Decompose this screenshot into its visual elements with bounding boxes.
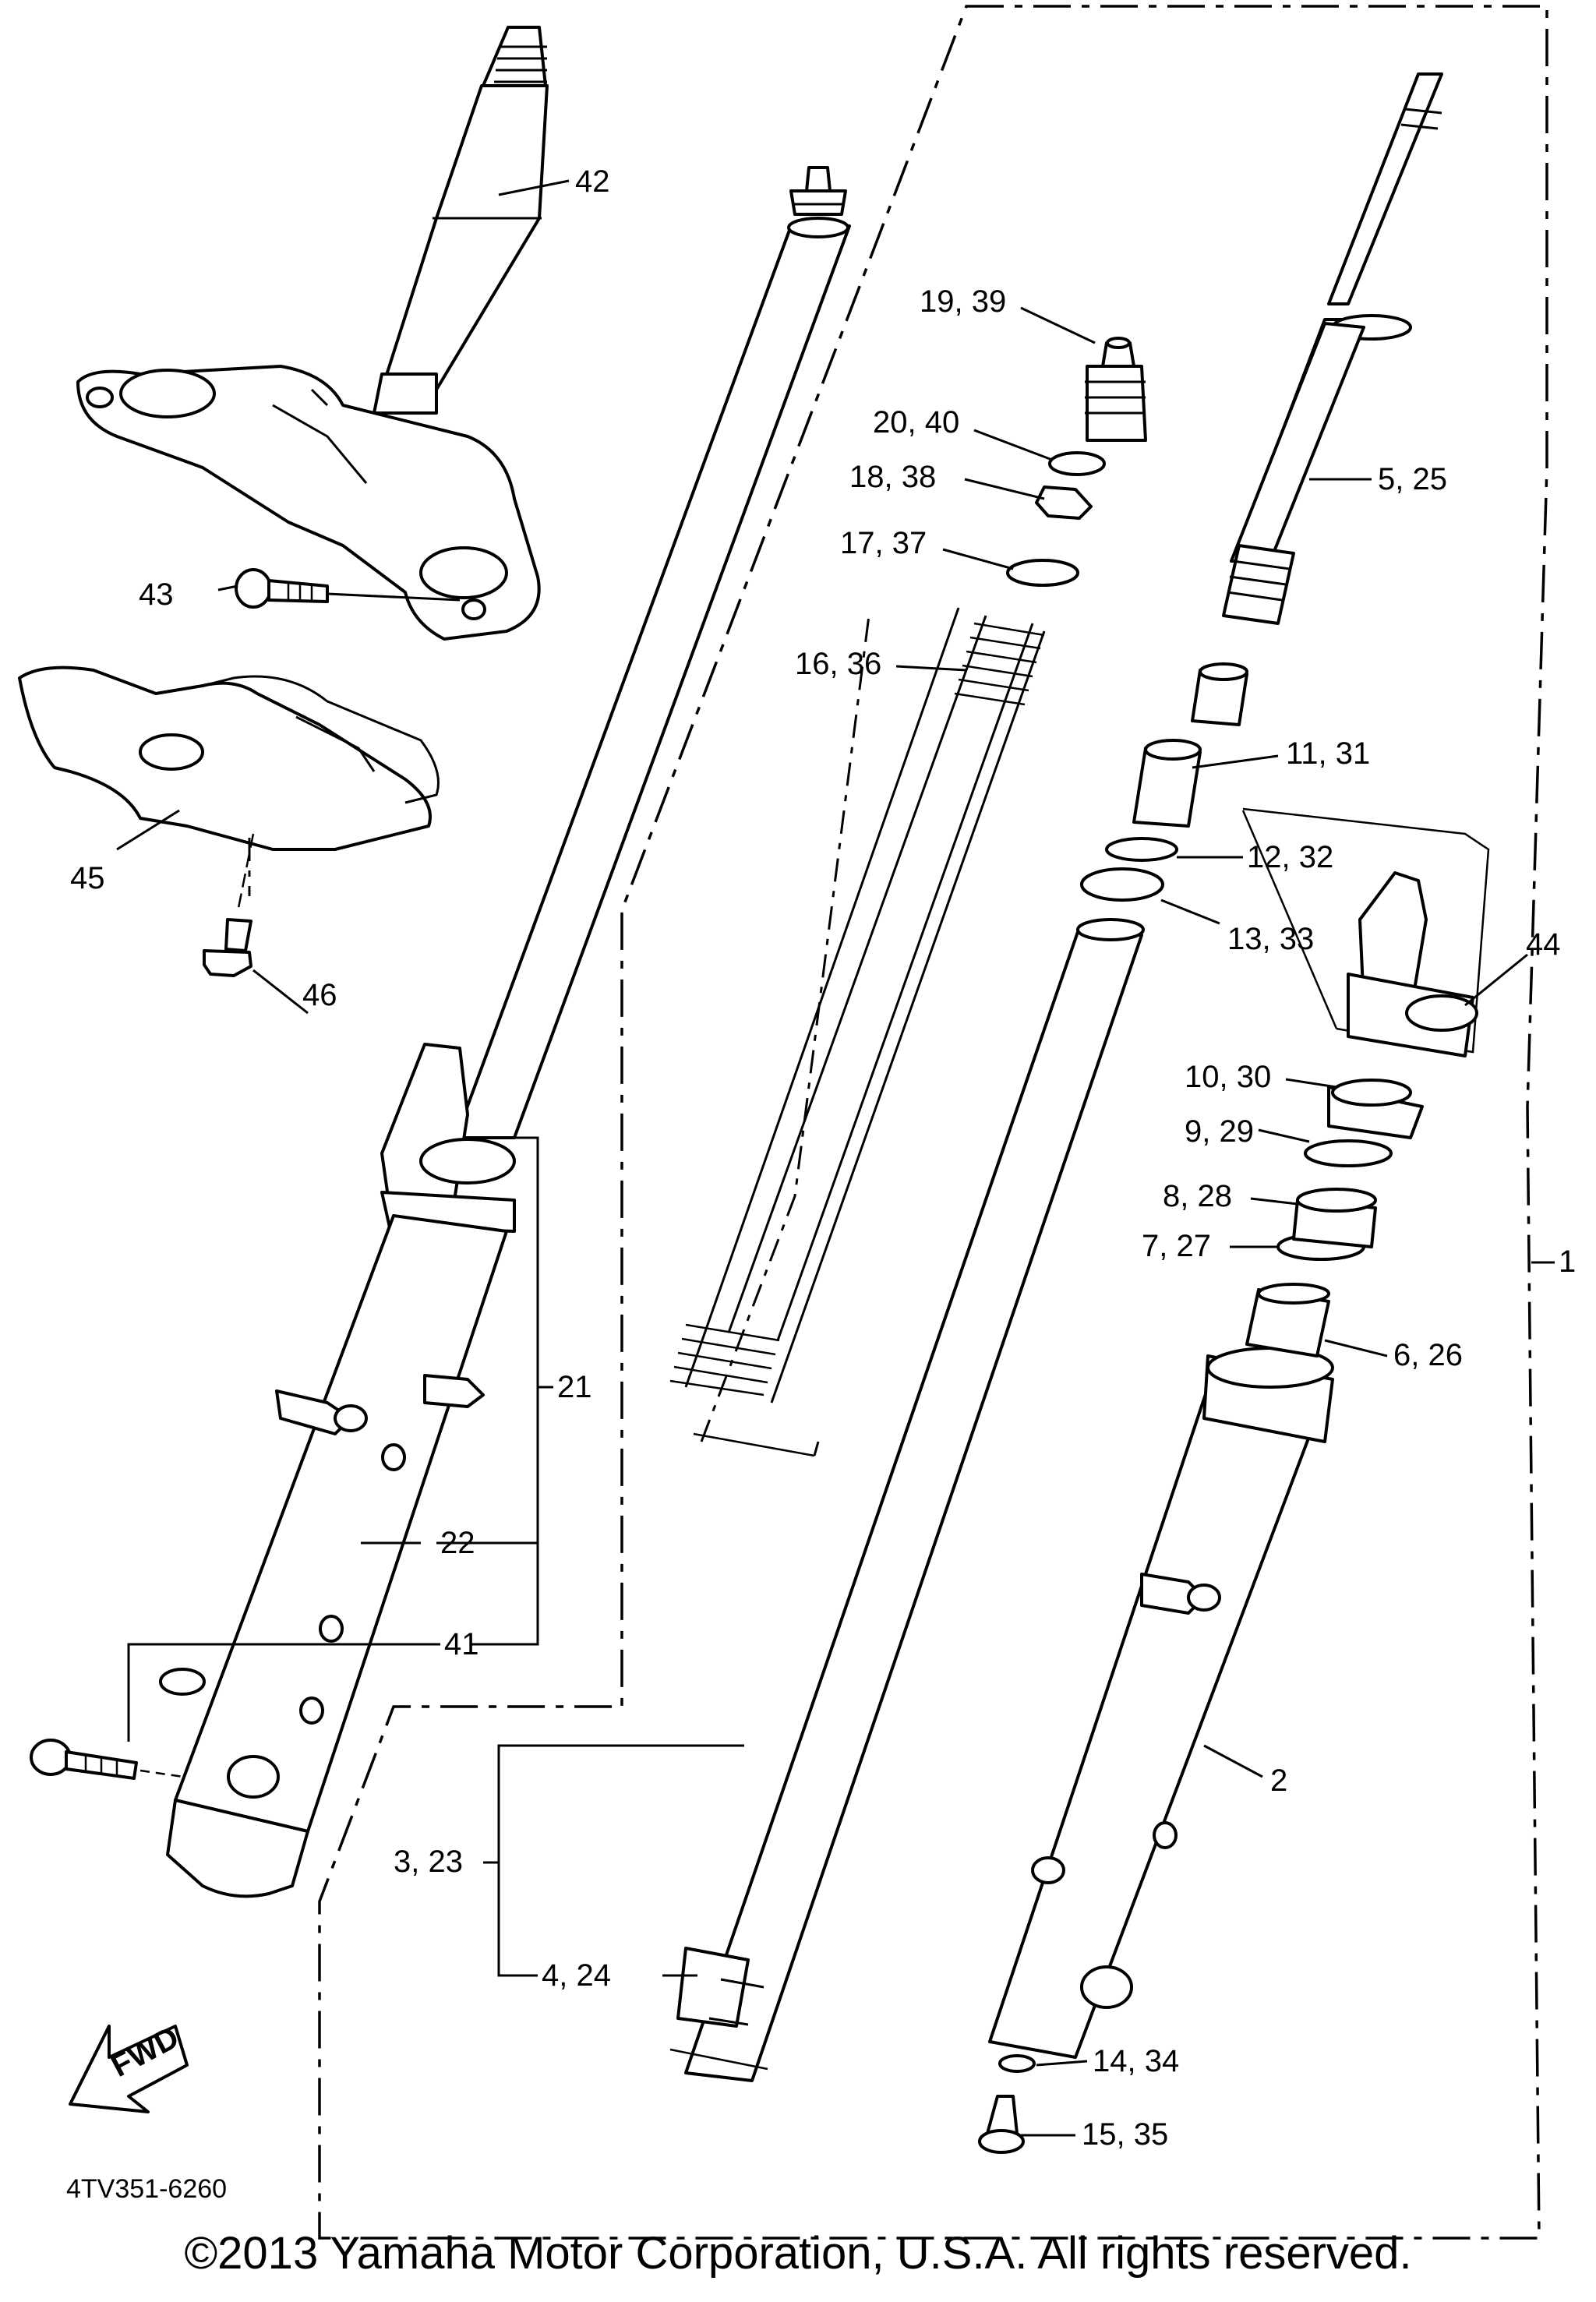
oil-seal-8-top xyxy=(1296,1188,1377,1213)
fwd-arrow: FWD xyxy=(69,2020,189,2113)
label-43: 43 xyxy=(139,577,174,612)
label-5: 5, 25 xyxy=(1378,462,1447,496)
label-7: 7, 27 xyxy=(1142,1229,1211,1263)
leader-9 xyxy=(1258,1128,1310,1143)
label-41: 41 xyxy=(444,1627,479,1661)
label-15: 15, 35 xyxy=(1082,2117,1168,2152)
label-46: 46 xyxy=(302,978,337,1012)
oil-seal-13 xyxy=(1080,867,1164,902)
label-21: 21 xyxy=(557,1370,592,1404)
label-2: 2 xyxy=(1270,1764,1287,1798)
diagram-code: 4TV351-6260 xyxy=(66,2174,227,2204)
axle-bolt-41 xyxy=(30,1739,184,1780)
clip-12 xyxy=(1105,837,1178,862)
bolt-15-head xyxy=(978,2129,1025,2154)
label-19: 19, 39 xyxy=(920,284,1006,319)
leader-20 xyxy=(973,429,1053,461)
leader-8 xyxy=(1250,1197,1298,1206)
label-14: 14, 34 xyxy=(1093,2044,1179,2078)
label-9: 9, 29 xyxy=(1185,1114,1254,1149)
damper-rod-5 xyxy=(1222,72,1443,625)
leader-10 xyxy=(1285,1078,1337,1089)
o-ring-20 xyxy=(1048,451,1106,476)
label-17: 17, 37 xyxy=(840,526,927,560)
leader-45 xyxy=(116,809,180,851)
washer-14 xyxy=(998,2054,1036,2073)
leader-42 xyxy=(498,179,570,196)
leader-14 xyxy=(1036,2060,1088,2067)
label-22: 22 xyxy=(440,1526,475,1560)
label-13: 13, 33 xyxy=(1227,922,1314,956)
leader-13 xyxy=(1160,899,1220,925)
fork-spring-16 xyxy=(669,607,1046,1457)
left-fork-21 xyxy=(159,166,851,1898)
label-45: 45 xyxy=(70,861,105,895)
dust-seal-10-top xyxy=(1331,1079,1412,1107)
steering-stem-42 xyxy=(373,26,549,415)
label-8: 8, 28 xyxy=(1163,1179,1232,1213)
oil-lock-piece-top xyxy=(1199,662,1248,681)
outer-tube-2 xyxy=(988,1347,1334,2059)
leader-2 xyxy=(1203,1744,1263,1778)
slide-metal-11-top xyxy=(1144,739,1202,761)
label-6: 6, 26 xyxy=(1393,1338,1463,1372)
leader-11 xyxy=(1192,754,1279,769)
leader-43 xyxy=(217,584,461,602)
axis-left-spring xyxy=(700,615,870,1442)
label-1: 1 xyxy=(1559,1245,1576,1279)
label-10: 10, 30 xyxy=(1185,1060,1271,1094)
label-18: 18, 38 xyxy=(849,460,936,494)
leader-17 xyxy=(942,548,1014,570)
guard-45 xyxy=(18,666,440,851)
label-12: 12, 32 xyxy=(1247,840,1333,874)
bracket-3-4 xyxy=(483,1744,744,1977)
bracket-21-22-41 xyxy=(127,1136,553,1742)
cap-bolt-19 xyxy=(1085,337,1147,442)
fork-assembly-boundary xyxy=(318,5,1548,2240)
leader-16 xyxy=(895,665,967,672)
leader-46 xyxy=(252,969,309,1015)
lower-bracket xyxy=(76,365,541,641)
bolt-46 xyxy=(203,833,255,977)
leader-6 xyxy=(1324,1339,1388,1358)
bolt-43 xyxy=(235,568,329,609)
nut-18 xyxy=(1035,485,1093,520)
copyright-notice: ©2013 Yamaha Motor Corporation, U.S.A. A… xyxy=(184,2228,1412,2279)
label-42: 42 xyxy=(575,164,610,199)
label-4: 4, 24 xyxy=(542,1958,611,1993)
leader-18 xyxy=(964,478,1045,500)
label-3: 3, 23 xyxy=(394,1845,463,1879)
label-11: 11, 31 xyxy=(1286,736,1370,771)
washer-17 xyxy=(1006,559,1079,587)
clip-9 xyxy=(1304,1139,1393,1167)
leader-44 xyxy=(1464,953,1528,1007)
inner-tube-3 xyxy=(669,918,1145,2082)
leader-19 xyxy=(1020,306,1096,344)
label-20: 20, 40 xyxy=(873,405,959,440)
slide-metal-6-top xyxy=(1257,1283,1330,1305)
fork-cover-44 xyxy=(1241,807,1490,1057)
label-16: 16, 36 xyxy=(795,647,881,681)
label-44: 44 xyxy=(1526,927,1561,962)
